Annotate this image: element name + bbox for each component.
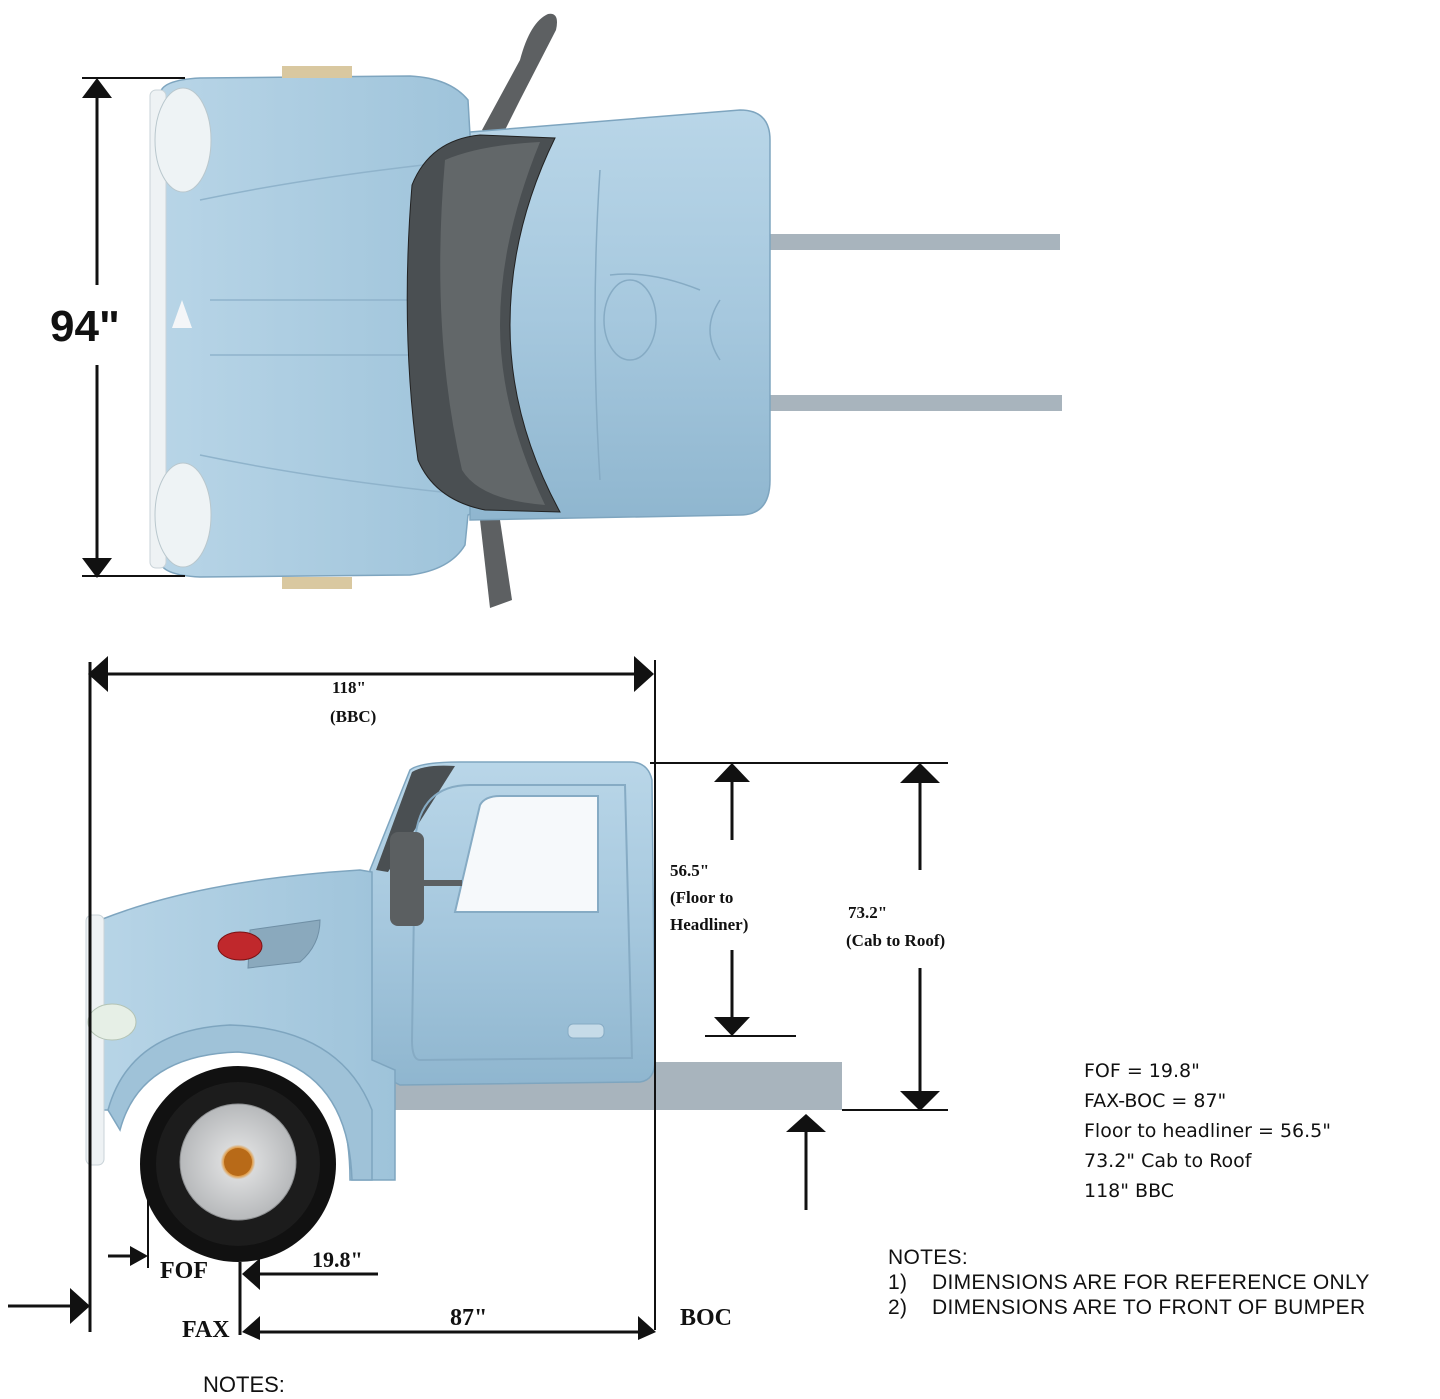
fax-boc-value: 87" [450,1305,487,1331]
fof-value-arrow-icon [242,1258,260,1290]
hood-vent-icon [247,919,321,969]
fax-label: FAX [182,1317,230,1343]
frame-rail-upper [760,234,1060,250]
top-view [149,13,1062,608]
boc-label: BOC [680,1305,732,1331]
emblem-icon [217,931,263,961]
boc-arrow-icon [638,1316,656,1340]
door-handle-icon [567,1023,605,1039]
bumper-arrow-icon [70,1288,90,1324]
note-number: 2) [888,1296,908,1319]
cab-roof-name: (Cab to Roof) [846,931,945,950]
door-window [453,795,599,913]
summary-headliner: Floor to headliner = 56.5" [1084,1120,1331,1142]
mirror-arm-top [482,13,557,140]
fax-arrow-icon [242,1316,260,1340]
width-label: 94" [50,302,120,351]
headliner-arrow-down-icon [714,1017,750,1036]
fof-label: FOF [160,1258,208,1284]
note-text: DIMENSIONS ARE TO FRONT OF BUMPER [932,1296,1366,1319]
arrow-down-icon [82,558,112,578]
frame-arrow-up-icon [786,1114,826,1132]
summary-fof: FOF = 19.8" [1084,1060,1200,1082]
arrow-right-icon [634,656,654,692]
headliner-label-1: (Floor to [670,888,733,907]
notes-heading: NOTES: [888,1246,968,1269]
cab-door [410,784,634,1062]
bbc-name: (BBC) [330,707,376,726]
note-text: DIMENSIONS ARE FOR REFERENCE ONLY [932,1271,1370,1294]
summary-fax-boc: FAX-BOC = 87" [1084,1090,1227,1112]
headliner-label-2: Headliner) [670,915,748,934]
fof-fax-boc-dimensions: FOF 19.8" FAX 87" BOC [8,1200,732,1343]
marker-lights-top [282,66,352,78]
cab-roof-dimension: 73.2" (Cab to Roof) [786,763,948,1210]
roof-vent-icon [603,279,657,361]
mirror-bracket [420,880,462,886]
arrow-left-icon [88,656,108,692]
top-cab [469,109,771,521]
headliner-value: 56.5" [670,861,709,880]
headlight-lower-icon [154,462,212,568]
headliner-arrow-up-icon [714,763,750,782]
headlight-upper-icon [154,87,212,193]
fender-arch [107,1024,373,1181]
cab-roof-contour [594,169,721,481]
dimension-summary: FOF = 19.8" FAX-BOC = 87" Floor to headl… [1084,1056,1331,1206]
hood-crease [199,159,471,496]
headliner-dimension: 56.5" (Floor to Headliner) [650,762,948,1037]
headlight-side-icon [87,1003,137,1041]
side-mirror-icon [390,832,424,926]
bbc-value: 118" [332,678,366,697]
mirror-arm-bottom [480,520,512,608]
fof-value: 19.8" [312,1247,363,1272]
front-bumper-top [149,89,167,569]
windshield-inner [440,142,545,505]
bottom-notes-heading: NOTES: [203,1372,285,1397]
cab-roof-arrow-up-icon [900,763,940,783]
cab-roof-arrow-down-icon [900,1091,940,1111]
marker-lights-bottom [282,577,352,589]
bbc-dimension: 118" (BBC) [88,656,656,1332]
cab-roof-value: 73.2" [848,903,887,922]
frame-rail-lower [760,395,1062,411]
note-item-1: 1) DIMENSIONS ARE FOR REFERENCE ONLY [888,1270,1370,1295]
side-view [85,761,842,1262]
width-dimension: 94" [50,77,185,578]
notes-block: NOTES: 1) DIMENSIONS ARE FOR REFERENCE O… [888,1245,1370,1320]
fof-arrow-icon [130,1246,148,1266]
note-number: 1) [888,1271,908,1294]
summary-cab-roof: 73.2" Cab to Roof [1084,1150,1252,1172]
hood-ornament-icon [172,300,192,328]
summary-bbc: 118" BBC [1084,1180,1175,1202]
note-item-2: 2) DIMENSIONS ARE TO FRONT OF BUMPER [888,1295,1370,1320]
arrow-up-icon [82,78,112,98]
hub-center [224,1148,252,1176]
